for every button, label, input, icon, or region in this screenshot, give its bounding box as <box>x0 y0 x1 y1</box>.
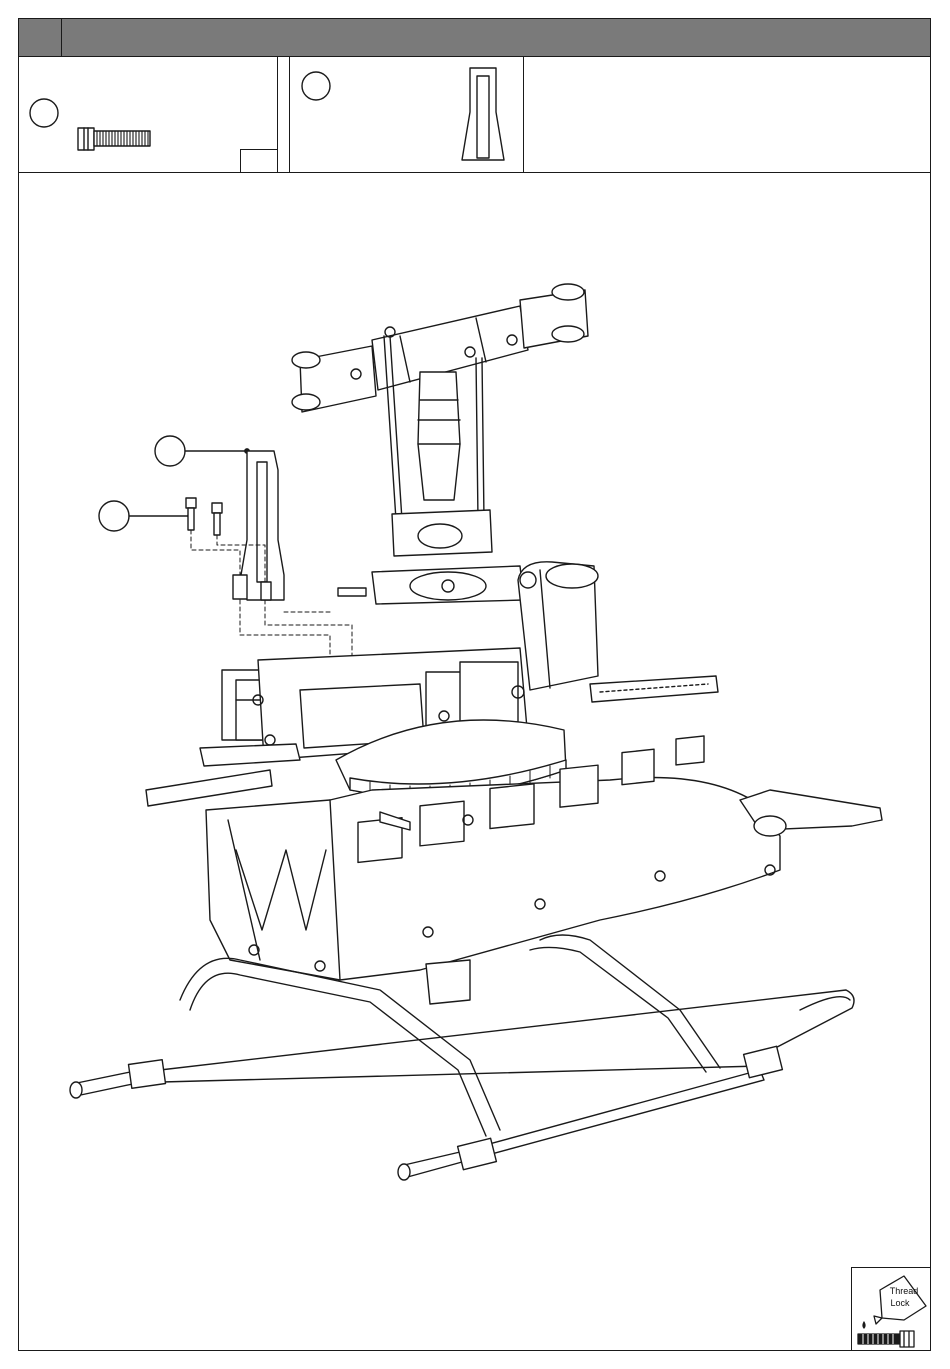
drop-icon <box>863 1322 865 1328</box>
threaded-screw-icon <box>858 1334 900 1344</box>
callout-screws-circle <box>99 501 129 531</box>
head-block <box>418 372 460 500</box>
thread-lock-label-line1: Thread <box>884 1286 924 1297</box>
motor <box>518 562 598 690</box>
socket-screw-icon <box>78 128 150 150</box>
swashplate <box>338 510 524 604</box>
part-a-callout-circle <box>30 99 58 127</box>
thread-lock-label-line2: Lock <box>880 1298 920 1309</box>
exploded-screws <box>186 498 222 535</box>
thread-lock-indicator: Thread Lock <box>851 1267 931 1351</box>
part-b-callout-circle <box>302 72 330 100</box>
bracket-part-icon <box>462 68 504 160</box>
front-boom <box>146 744 300 806</box>
callout-frame-part-circle <box>155 436 185 466</box>
landing-gear <box>70 935 854 1180</box>
tail-plate <box>740 790 882 836</box>
tail-boom <box>590 676 718 702</box>
exploded-bracket <box>233 451 284 600</box>
